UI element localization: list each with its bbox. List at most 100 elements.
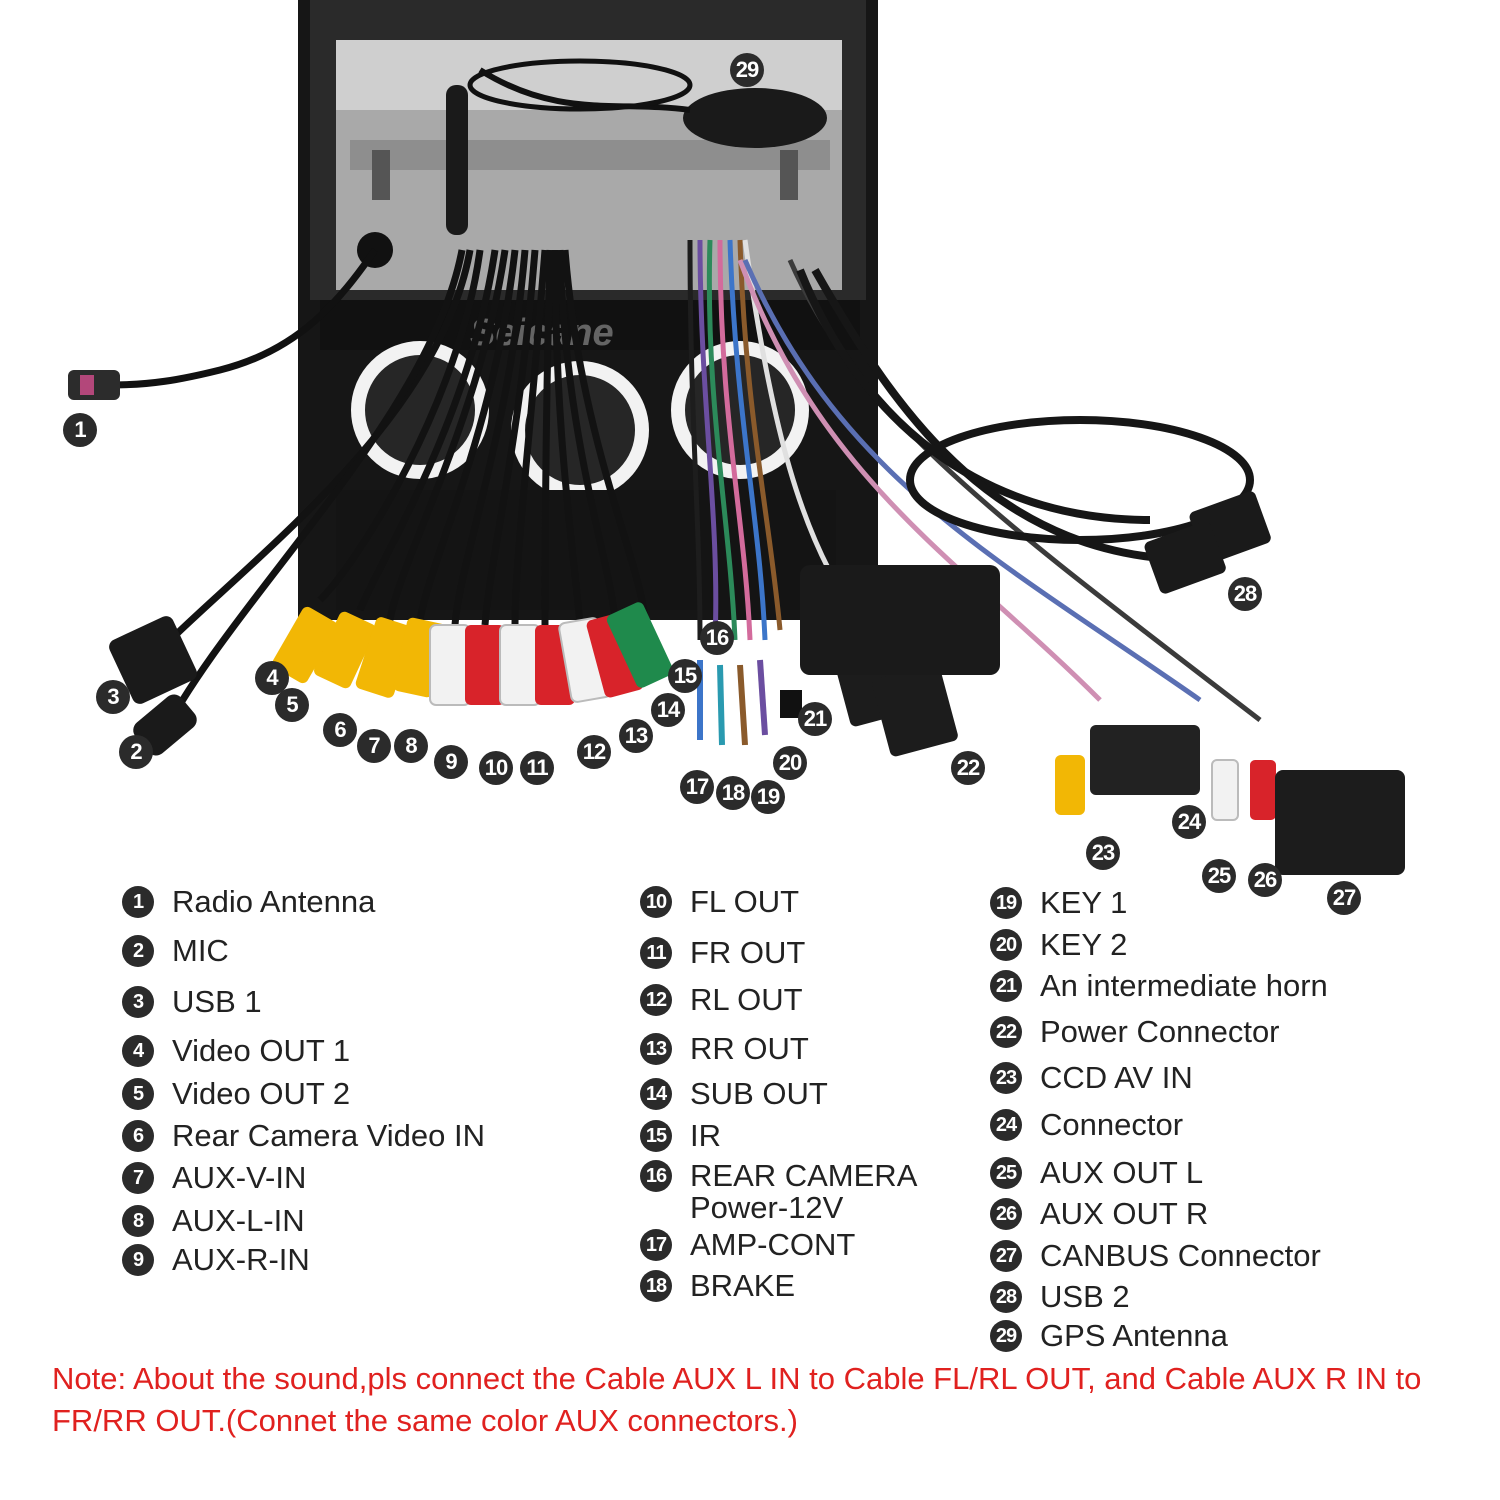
- legend-number-badge: 3: [122, 986, 154, 1018]
- callout-28: 28: [1228, 577, 1262, 611]
- radio-antenna-cable: [68, 232, 393, 400]
- legend-number-badge: 16: [640, 1160, 672, 1192]
- canbus-connector: [1275, 770, 1405, 875]
- legend-label: Power Connector: [1040, 1014, 1280, 1049]
- legend-item-24: 24 Connector: [990, 1109, 1183, 1141]
- callout-22: 22: [951, 751, 985, 785]
- thin-wire-ends: [697, 659, 768, 746]
- legend-item-28: 28 USB 2: [990, 1281, 1130, 1313]
- rca-wires: [156, 249, 649, 742]
- callout-2: 2: [119, 735, 153, 769]
- aux-out-l-plug: [1211, 759, 1239, 821]
- callout-24: 24: [1172, 805, 1206, 839]
- sound-connection-note: Note: About the sound,pls connect the Ca…: [52, 1361, 1422, 1438]
- legend-number-badge: 19: [990, 887, 1022, 919]
- legend-item-16: 16 REAR CAMERA Power-12V: [640, 1160, 917, 1224]
- callout-3: 3: [96, 680, 130, 714]
- legend-label: AUX-V-IN: [172, 1160, 307, 1195]
- callout-6: 6: [323, 713, 357, 747]
- callout-11: 11: [520, 751, 554, 785]
- callout-5: 5: [275, 688, 309, 722]
- legend-item-8: 8 AUX-L-IN: [122, 1205, 305, 1237]
- legend-item-7: 7 AUX-V-IN: [122, 1162, 306, 1194]
- legend-label: FL OUT: [690, 884, 800, 919]
- legend-number-badge: 12: [640, 984, 672, 1016]
- legend-number-badge: 15: [640, 1120, 672, 1152]
- legend-label: KEY 2: [1040, 927, 1128, 962]
- legend-item-19: 19 KEY 1: [990, 887, 1127, 919]
- legend-number-badge: 8: [122, 1205, 154, 1237]
- ccd-av-in-plug: [1055, 755, 1085, 815]
- legend-number-badge: 20: [990, 929, 1022, 961]
- legend-number-badge: 13: [640, 1033, 672, 1065]
- callout-18: 18: [716, 776, 750, 810]
- legend-number-badge: 27: [990, 1240, 1022, 1272]
- legend-label: Rear Camera Video IN: [172, 1118, 486, 1153]
- wifi-antenna: [446, 85, 468, 235]
- legend-number-badge: 29: [990, 1320, 1022, 1352]
- usb2-connector-b: [1144, 521, 1226, 594]
- legend-label: AMP-CONT: [690, 1227, 856, 1262]
- legend-number-badge: 28: [990, 1281, 1022, 1313]
- legend-label: SUB OUT: [690, 1076, 828, 1111]
- legend-item-1: 1 Radio Antenna: [122, 886, 375, 918]
- legend-number-badge: 4: [122, 1035, 154, 1067]
- callout-20: 20: [773, 746, 807, 780]
- legend-label: CANBUS Connector: [1040, 1238, 1321, 1273]
- legend-item-3: 3 USB 1: [122, 986, 262, 1018]
- legend-label: RL OUT: [690, 982, 803, 1017]
- callout-13: 13: [619, 719, 653, 753]
- legend-label: GPS Antenna: [1040, 1318, 1228, 1353]
- callout-12: 12: [577, 735, 611, 769]
- callout-1: 1: [63, 413, 97, 447]
- legend-item-4: 4 Video OUT 1: [122, 1035, 350, 1067]
- legend-label: BRAKE: [690, 1268, 796, 1303]
- legend-label: RR OUT: [690, 1031, 809, 1066]
- legend-item-12: 12 RL OUT: [640, 984, 803, 1016]
- legend-label: Radio Antenna: [172, 884, 376, 919]
- wiring-harness-photo: Seicane: [68, 0, 1405, 875]
- legend-number-badge: 25: [990, 1157, 1022, 1189]
- legend-label: Video OUT 1: [172, 1033, 351, 1068]
- legend-label: AUX OUT R: [1040, 1196, 1209, 1231]
- legend-label: MIC: [172, 933, 229, 968]
- power-connectors: [780, 565, 1000, 757]
- legend-item-29: 29 GPS Antenna: [990, 1320, 1228, 1352]
- callout-10: 10: [479, 751, 513, 785]
- callout-19: 19: [751, 780, 785, 814]
- legend-number-badge: 9: [122, 1244, 154, 1276]
- legend-number-badge: 14: [640, 1078, 672, 1110]
- legend-number-badge: 24: [990, 1109, 1022, 1141]
- legend-number-badge: 7: [122, 1162, 154, 1194]
- callout-14: 14: [651, 693, 685, 727]
- legend-label: USB 1: [172, 984, 262, 1019]
- legend-label: AUX-R-IN: [172, 1242, 310, 1277]
- legend-number-badge: 2: [122, 935, 154, 967]
- legend-label: Connector: [1040, 1107, 1184, 1142]
- legend-item-18: 18 BRAKE: [640, 1270, 795, 1302]
- gps-antenna: [467, 58, 827, 148]
- callout-9: 9: [434, 745, 468, 779]
- callout-21: 21: [798, 702, 832, 736]
- callout-7: 7: [357, 729, 391, 763]
- legend-number-badge: 1: [122, 886, 154, 918]
- legend-number-badge: 11: [640, 937, 672, 969]
- usb2-cable: [796, 268, 1254, 564]
- usb1-connector: [109, 616, 197, 704]
- callout-25: 25: [1202, 859, 1236, 893]
- legend-label: AUX-L-IN: [172, 1203, 305, 1238]
- callout-17: 17: [680, 770, 714, 804]
- legend-number-badge: 10: [640, 886, 672, 918]
- aux-out-r-plug: [1250, 760, 1276, 820]
- legend-label: KEY 1: [1040, 885, 1128, 920]
- legend-item-20: 20 KEY 2: [990, 929, 1127, 961]
- legend-label: REAR CAMERA Power-12V: [690, 1158, 918, 1225]
- callout-15: 15: [668, 659, 702, 693]
- legend-number-badge: 18: [640, 1270, 672, 1302]
- legend-label: USB 2: [1040, 1279, 1130, 1314]
